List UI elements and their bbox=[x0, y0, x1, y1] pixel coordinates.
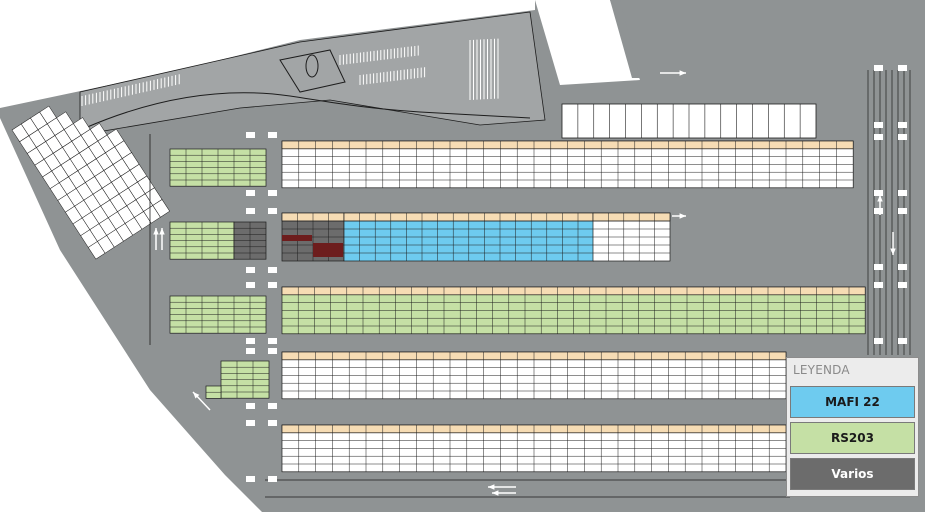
row-2-dark-red-a bbox=[282, 235, 312, 241]
arrow-east-top bbox=[660, 70, 686, 76]
row-2-mafi-block bbox=[343, 212, 594, 262]
diagonal-white-lot bbox=[11, 105, 171, 260]
arrow-north-right bbox=[877, 195, 883, 215]
arrow-east-row2 bbox=[672, 213, 686, 219]
quay-strip bbox=[610, 0, 640, 78]
legend-title: LEYENDA bbox=[793, 363, 850, 377]
block-varios-left-2 bbox=[233, 221, 267, 260]
arrow-north-b bbox=[159, 228, 165, 250]
block-rs203-left-1 bbox=[169, 148, 267, 187]
row-2-white-block bbox=[592, 212, 671, 262]
arrow-west-bottom-b bbox=[492, 490, 516, 496]
outside-area-top bbox=[535, 0, 640, 85]
arrow-diag-a bbox=[192, 391, 211, 411]
row-1-white-block bbox=[281, 140, 854, 189]
parking-stripes-b bbox=[339, 45, 419, 65]
block-rs203-left-4 bbox=[220, 360, 270, 399]
legend-panel: LEYENDA MAFI 22 RS203 Varios bbox=[786, 357, 919, 497]
legend-label-mafi-22: MAFI 22 bbox=[825, 395, 880, 409]
arrow-south-right bbox=[890, 232, 896, 255]
upper-road-curve bbox=[84, 92, 531, 129]
row-2-dark-red-b bbox=[313, 243, 343, 257]
legend-item-rs203[interactable]: RS203 bbox=[790, 422, 915, 454]
row-5-white-block bbox=[281, 424, 787, 473]
outside-area-left bbox=[0, 118, 262, 512]
arrow-north-a bbox=[153, 228, 159, 250]
roundabout-island bbox=[279, 49, 346, 93]
legend-label-rs203: RS203 bbox=[831, 431, 874, 445]
row-4-white-block bbox=[281, 351, 787, 400]
storage-blocks-layer bbox=[11, 105, 866, 473]
arrow-west-bottom-a bbox=[488, 484, 516, 490]
block-rs203-left-2 bbox=[169, 221, 235, 260]
roundabout-center bbox=[305, 54, 319, 78]
road-dash-marks bbox=[246, 65, 907, 482]
road-markings-layer bbox=[81, 38, 911, 498]
outside-area-top-left bbox=[0, 0, 535, 108]
legend-item-mafi-22[interactable]: MAFI 22 bbox=[790, 386, 915, 418]
hangar-building bbox=[561, 103, 817, 139]
legend-label-varios: Varios bbox=[831, 467, 874, 481]
legend-item-varios[interactable]: Varios bbox=[790, 458, 915, 490]
block-rs203-left-4b bbox=[205, 385, 222, 399]
parking-stripes-c bbox=[359, 67, 426, 85]
parking-stripes-d bbox=[469, 38, 499, 100]
row-3-rs203-block bbox=[281, 286, 866, 335]
upper-parking-zone bbox=[79, 11, 546, 136]
block-rs203-left-3 bbox=[169, 295, 267, 334]
parking-stripes-a bbox=[81, 74, 180, 106]
